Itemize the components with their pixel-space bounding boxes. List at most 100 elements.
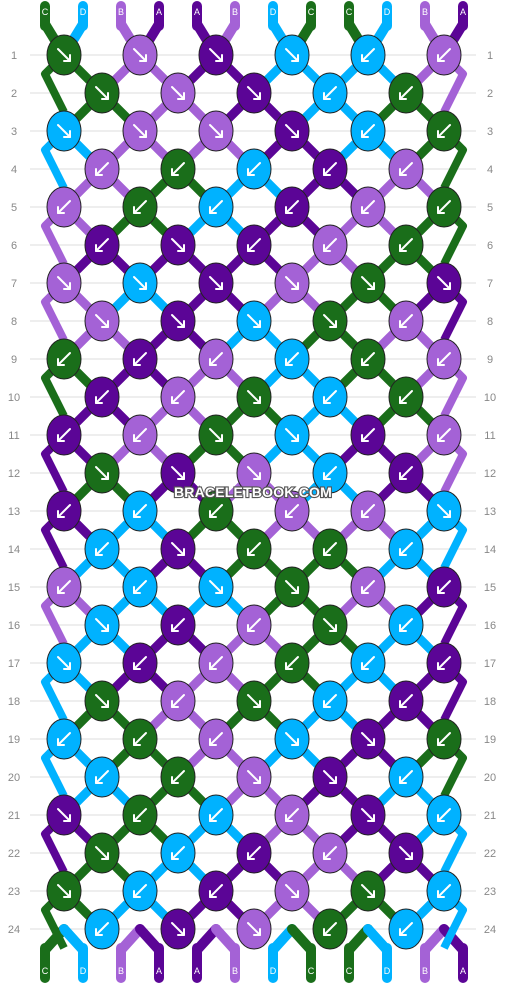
knot-arrowhead [215, 434, 223, 442]
knot-arrow [171, 922, 185, 936]
knot-arrow [361, 352, 375, 366]
row-number-right: 22 [484, 848, 496, 860]
row-number-right: 14 [484, 544, 496, 556]
row-number-left: 6 [11, 240, 17, 252]
top-thread-letter: C [346, 7, 353, 17]
knot-arrow [171, 238, 185, 252]
knot-arrowhead [101, 472, 109, 480]
row-number-left: 12 [8, 468, 20, 480]
knot-arrowhead [177, 244, 185, 252]
knot-arrow [95, 162, 109, 176]
knot-arrow [133, 884, 147, 898]
knot-arrow [209, 428, 223, 442]
knot-arrowhead [133, 434, 141, 442]
row-number-right: 10 [484, 392, 496, 404]
bottom-thread-letter: C [42, 966, 49, 976]
knot-arrow [285, 656, 299, 670]
knot-arrow [247, 390, 261, 404]
row-number-left: 8 [11, 316, 17, 328]
top-thread-letter: A [194, 7, 200, 17]
knot-arrow [323, 694, 337, 708]
knot-arrowhead [253, 396, 261, 404]
knot-arrowhead [133, 510, 141, 518]
knot-arrow [361, 428, 375, 442]
knot-arrowhead [361, 130, 369, 138]
knot-arrow [399, 922, 413, 936]
knot-arrow [247, 238, 261, 252]
knot-arrowhead [437, 890, 445, 898]
top-thread-letter: B [422, 7, 428, 17]
row-number-left: 7 [11, 278, 17, 290]
knot-arrow [399, 162, 413, 176]
knot-arrow [247, 542, 261, 556]
knot-arrowhead [399, 92, 407, 100]
knot-arrowhead [285, 662, 293, 670]
knot-arrow [399, 314, 413, 328]
row-number-right: 7 [487, 278, 493, 290]
knot-arrowhead [437, 130, 445, 138]
knot-arrow [285, 504, 299, 518]
top-thread-letter: C [308, 7, 315, 17]
knot-arrowhead [399, 396, 407, 404]
knot-arrowhead [209, 662, 217, 670]
knot-arrowhead [253, 92, 261, 100]
knot-arrow [323, 238, 337, 252]
knot-arrowhead [57, 358, 65, 366]
knot-arrow [133, 504, 147, 518]
knot-arrow [361, 124, 375, 138]
knot-arrow [209, 200, 223, 214]
knot-arrow [399, 846, 413, 860]
knot-arrow [361, 808, 375, 822]
knot-arrowhead [101, 624, 109, 632]
knot-arrow [57, 48, 71, 62]
top-thread-letter: D [80, 7, 87, 17]
knot-arrowhead [171, 624, 179, 632]
knot-arrow [57, 884, 71, 898]
knot-arrowhead [443, 282, 451, 290]
knot-arrow [57, 656, 71, 670]
knot-arrowhead [63, 54, 71, 62]
bottom-thread-letter: B [232, 966, 238, 976]
bottom-thread-letter: A [194, 966, 200, 976]
knot-arrowhead [361, 510, 369, 518]
knot-arrowhead [133, 358, 141, 366]
knot-arrowhead [63, 282, 71, 290]
knot-arrowhead [57, 434, 65, 442]
knot-arrowhead [399, 244, 407, 252]
row-number-right: 15 [484, 582, 496, 594]
knot-arrowhead [177, 320, 185, 328]
knot-arrowhead [247, 168, 255, 176]
knot-arrow [361, 580, 375, 594]
knot-arrowhead [63, 130, 71, 138]
knot-arrow [399, 694, 413, 708]
knot-arrow [133, 48, 147, 62]
knot-arrow [133, 580, 147, 594]
knot-arrow [95, 542, 109, 556]
knot-arrow [399, 238, 413, 252]
row-number-left: 5 [11, 202, 17, 214]
knot-arrowhead [367, 814, 375, 822]
knot-arrowhead [323, 852, 331, 860]
knot-arrow [57, 428, 71, 442]
knot-arrow [323, 542, 337, 556]
knot-arrowhead [215, 586, 223, 594]
knot-arrow [171, 694, 185, 708]
knot-arrowhead [247, 852, 255, 860]
top-thread-letter: A [156, 7, 162, 17]
row-number-left: 21 [8, 810, 20, 822]
row-number-left: 2 [11, 88, 17, 100]
knot-arrowhead [177, 548, 185, 556]
knot-arrowhead [253, 700, 261, 708]
knot-arrowhead [437, 586, 445, 594]
knot-arrowhead [323, 700, 331, 708]
knot-arrowhead [133, 814, 141, 822]
row-number-right: 4 [487, 164, 493, 176]
knot-arrow [57, 352, 71, 366]
knot-arrow [247, 162, 261, 176]
knot-arrowhead [95, 928, 103, 936]
row-number-left: 20 [8, 772, 20, 784]
top-thread-letter: B [232, 7, 238, 17]
knot-arrowhead [253, 320, 261, 328]
knot-arrowhead [57, 206, 65, 214]
